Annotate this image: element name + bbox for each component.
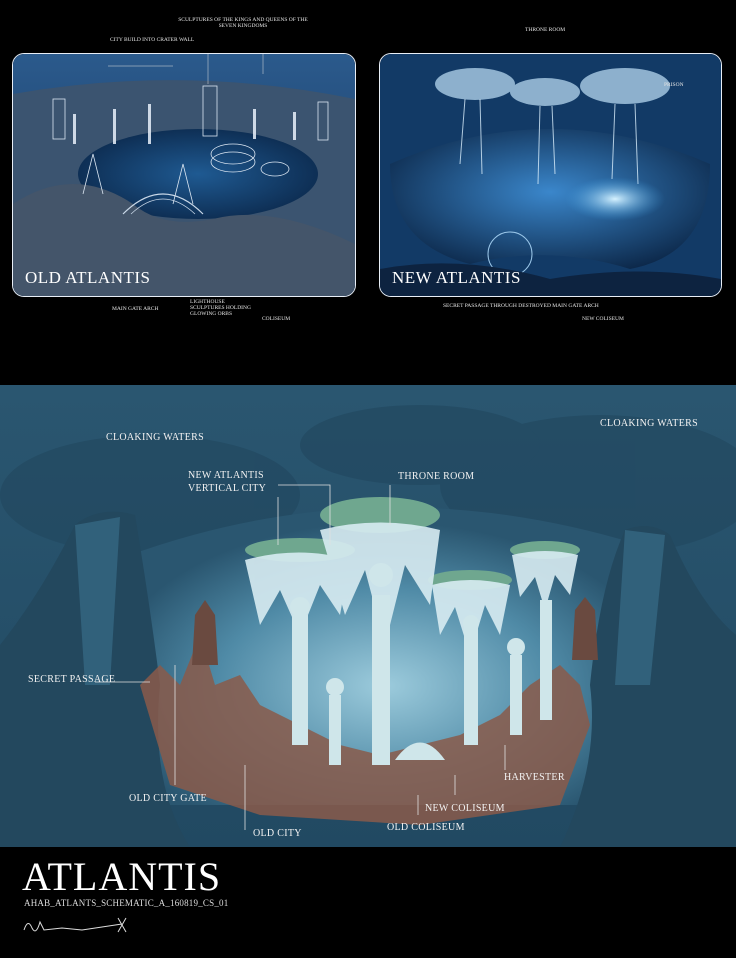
label-secret-passage: SECRET PASSAGE <box>28 674 116 685</box>
label-sculptures: SCULPTURES OF THE KINGS AND QUEENS OF TH… <box>178 17 308 29</box>
label-crater-wall: CITY BUILD INTO CRATER WALL <box>110 37 195 43</box>
right-waterfall <box>615 530 665 685</box>
label-harvester: HARVESTER <box>504 772 565 783</box>
jellyfish-towers <box>245 497 580 765</box>
label-throne-room-top: THRONE ROOM <box>525 27 566 33</box>
new-atlantis-panel: NEW ATLANTIS <box>379 53 722 297</box>
old-atlantis-title: OLD ATLANTIS <box>25 268 151 287</box>
new-atlantis-title: NEW ATLANTIS <box>392 268 521 287</box>
label-coliseum: COLISEUM <box>262 316 291 322</box>
label-lighthouse-sculptures: LIGHTHOUSE SCULPTURES HOLDING GLOWING OR… <box>190 299 251 317</box>
label-cloaking-waters-left: CLOAKING WATERS <box>106 432 204 443</box>
new-atlantis-illustration <box>380 54 721 296</box>
label-old-city-gate: OLD CITY GATE <box>129 793 207 804</box>
label-throne-room: THRONE ROOM <box>398 471 475 482</box>
leader-lines <box>95 484 506 830</box>
label-main-gate-arch: MAIN GATE ARCH <box>112 306 159 312</box>
label-old-city: OLD CITY <box>253 828 302 839</box>
label-prison: PRISON <box>664 82 684 88</box>
label-old-coliseum: OLD COLISEUM <box>387 822 465 833</box>
old-atlantis-illustration <box>13 54 355 296</box>
left-statue <box>192 600 218 665</box>
artist-signature <box>23 917 127 933</box>
label-new-coliseum: NEW COLISEUM <box>425 803 505 814</box>
label-new-coliseum-top: NEW COLISEUM <box>582 316 624 322</box>
file-code: AHAB_ATLANTS_SCHEMATIC_A_160819_CS_01 <box>24 898 229 908</box>
label-cloaking-waters-right: CLOAKING WATERS <box>600 418 698 429</box>
atlantis-cross-section <box>0 385 736 847</box>
old-atlantis-panel: OLD ATLANTIS <box>12 53 356 297</box>
old-city-ruins <box>140 635 590 825</box>
right-crater-wall <box>560 526 736 847</box>
left-waterfall <box>75 517 120 685</box>
label-new-atlantis: NEW ATLANTIS <box>188 470 264 481</box>
label-vertical-city: VERTICAL CITY <box>188 483 267 494</box>
label-secret-passage-top: SECRET PASSAGE THROUGH DESTROYED MAIN GA… <box>443 303 599 309</box>
right-statue <box>572 597 598 660</box>
page-title: ATLANTIS <box>22 854 222 899</box>
new-coliseum-dome <box>395 742 445 760</box>
